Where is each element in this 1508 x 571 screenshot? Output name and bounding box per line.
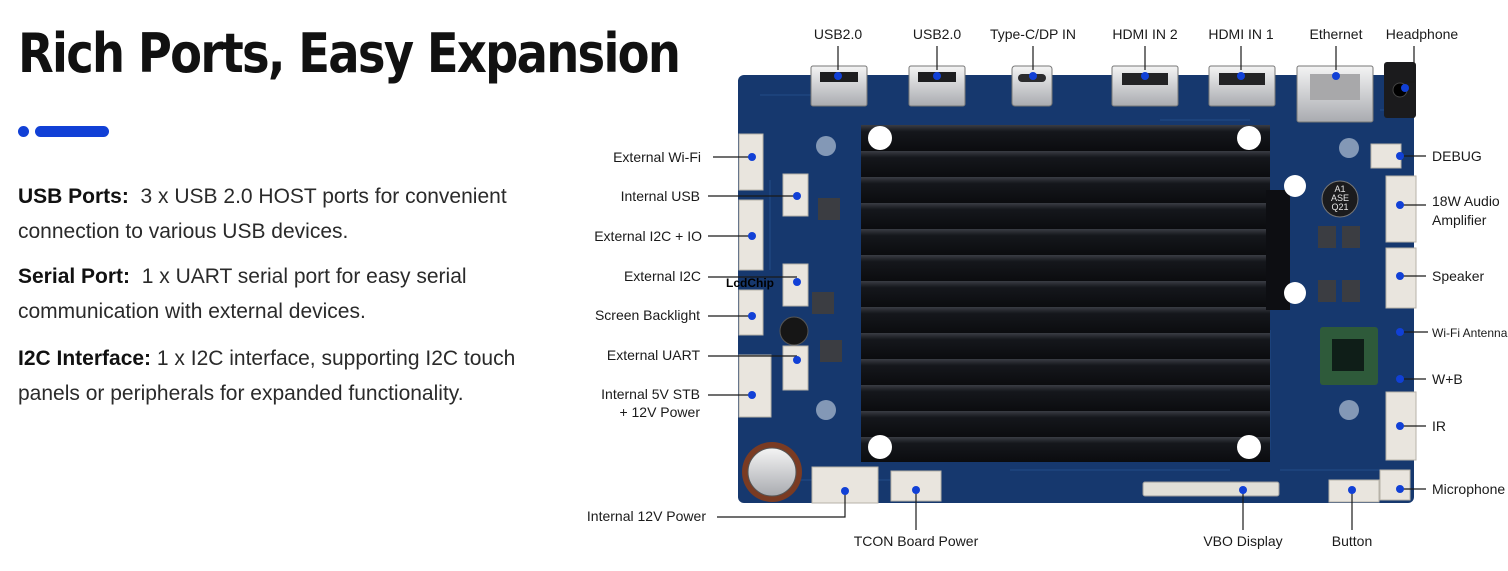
label-internal-12v-power: Internal 12V Power — [587, 508, 706, 524]
buzzer — [779, 316, 809, 346]
label-audio-amplifier: 18W Audio — [1432, 193, 1500, 209]
label-ir: IR — [1432, 418, 1446, 434]
label-typec-dp-in: Type-C/DP IN — [990, 26, 1076, 42]
coin-cell-battery — [747, 447, 797, 497]
feature-serial-label: Serial Port: — [18, 265, 131, 288]
label-internal-12v-power-line: + 12V Power — [619, 404, 700, 420]
feature-usb-label: USB Ports: — [18, 185, 129, 208]
label-external-i2c: External I2C — [624, 268, 701, 284]
label-headphone: Headphone — [1386, 26, 1459, 42]
feature-serial: Serial Port: 1 x UART serial port for ea… — [18, 259, 538, 329]
label-wifi-antenna-1: Wi-Fi Antenna 1 — [1432, 326, 1508, 340]
label-debug: DEBUG — [1432, 148, 1482, 164]
vbo-connector — [1142, 481, 1280, 497]
inductors — [812, 198, 1360, 362]
feature-usb: USB Ports: 3 x USB 2.0 HOST ports for co… — [18, 179, 538, 249]
feature-serial-text: 1 x UART serial port for easy serial com… — [18, 265, 467, 323]
mounting-holes — [868, 126, 1306, 459]
capacitor-marking-3: Q21 — [1331, 202, 1348, 212]
label-screen-backlight: Screen Backlight — [595, 307, 700, 323]
label-vbo-display: VBO Display — [1203, 533, 1282, 549]
label-wb: W+B — [1432, 371, 1463, 387]
label-hdmi-in-1: HDMI IN 1 — [1208, 26, 1274, 42]
capacitor-marking-2: ASE — [1331, 193, 1349, 203]
label-internal-usb: Internal USB — [621, 188, 700, 204]
label-button: Button — [1332, 533, 1372, 549]
heatsink-fins — [861, 125, 1270, 462]
typec-port — [1011, 65, 1053, 107]
leader-lines — [708, 46, 1428, 530]
feature-usb-text: 3 x USB 2.0 HOST ports for convenient co… — [18, 185, 507, 243]
label-hdmi-in-2: HDMI IN 2 — [1112, 26, 1178, 42]
label-audio-amplifier-line: Amplifier — [1432, 212, 1487, 228]
board-watermark: LcdChip — [726, 276, 774, 290]
wifi-bt-chip — [1332, 339, 1364, 371]
feature-i2c-label: I2C Interface: — [18, 347, 152, 370]
standoff-marks — [816, 136, 1359, 420]
label-external-uart: External UART — [607, 347, 701, 363]
leader-dots — [748, 72, 1409, 495]
capacitor-marking-1: A1 — [1334, 184, 1345, 194]
label-speaker: Speaker — [1432, 268, 1484, 284]
label-ethernet: Ethernet — [1310, 26, 1363, 42]
label-tcon-board-power: TCON Board Power — [854, 533, 979, 549]
feature-i2c-text: 1 x I2C interface, supporting I2C touch … — [18, 347, 516, 405]
hdmi-in-1-port — [1208, 65, 1276, 107]
label-microphone: Microphone — [1432, 481, 1505, 497]
label-usb-1: USB2.0 — [814, 26, 862, 42]
label-usb-2: USB2.0 — [913, 26, 961, 42]
label-external-i2c-io: External I2C + IO — [594, 228, 702, 244]
feature-i2c: I2C Interface: 1 x I2C interface, suppor… — [18, 341, 538, 411]
label-external-wifi: External Wi-Fi — [613, 149, 701, 165]
audio-capacitor — [1321, 180, 1359, 218]
label-internal-5v-stb: Internal 5V STB — [601, 386, 700, 402]
page-title: Rich Ports, Easy Expansion — [18, 22, 681, 85]
